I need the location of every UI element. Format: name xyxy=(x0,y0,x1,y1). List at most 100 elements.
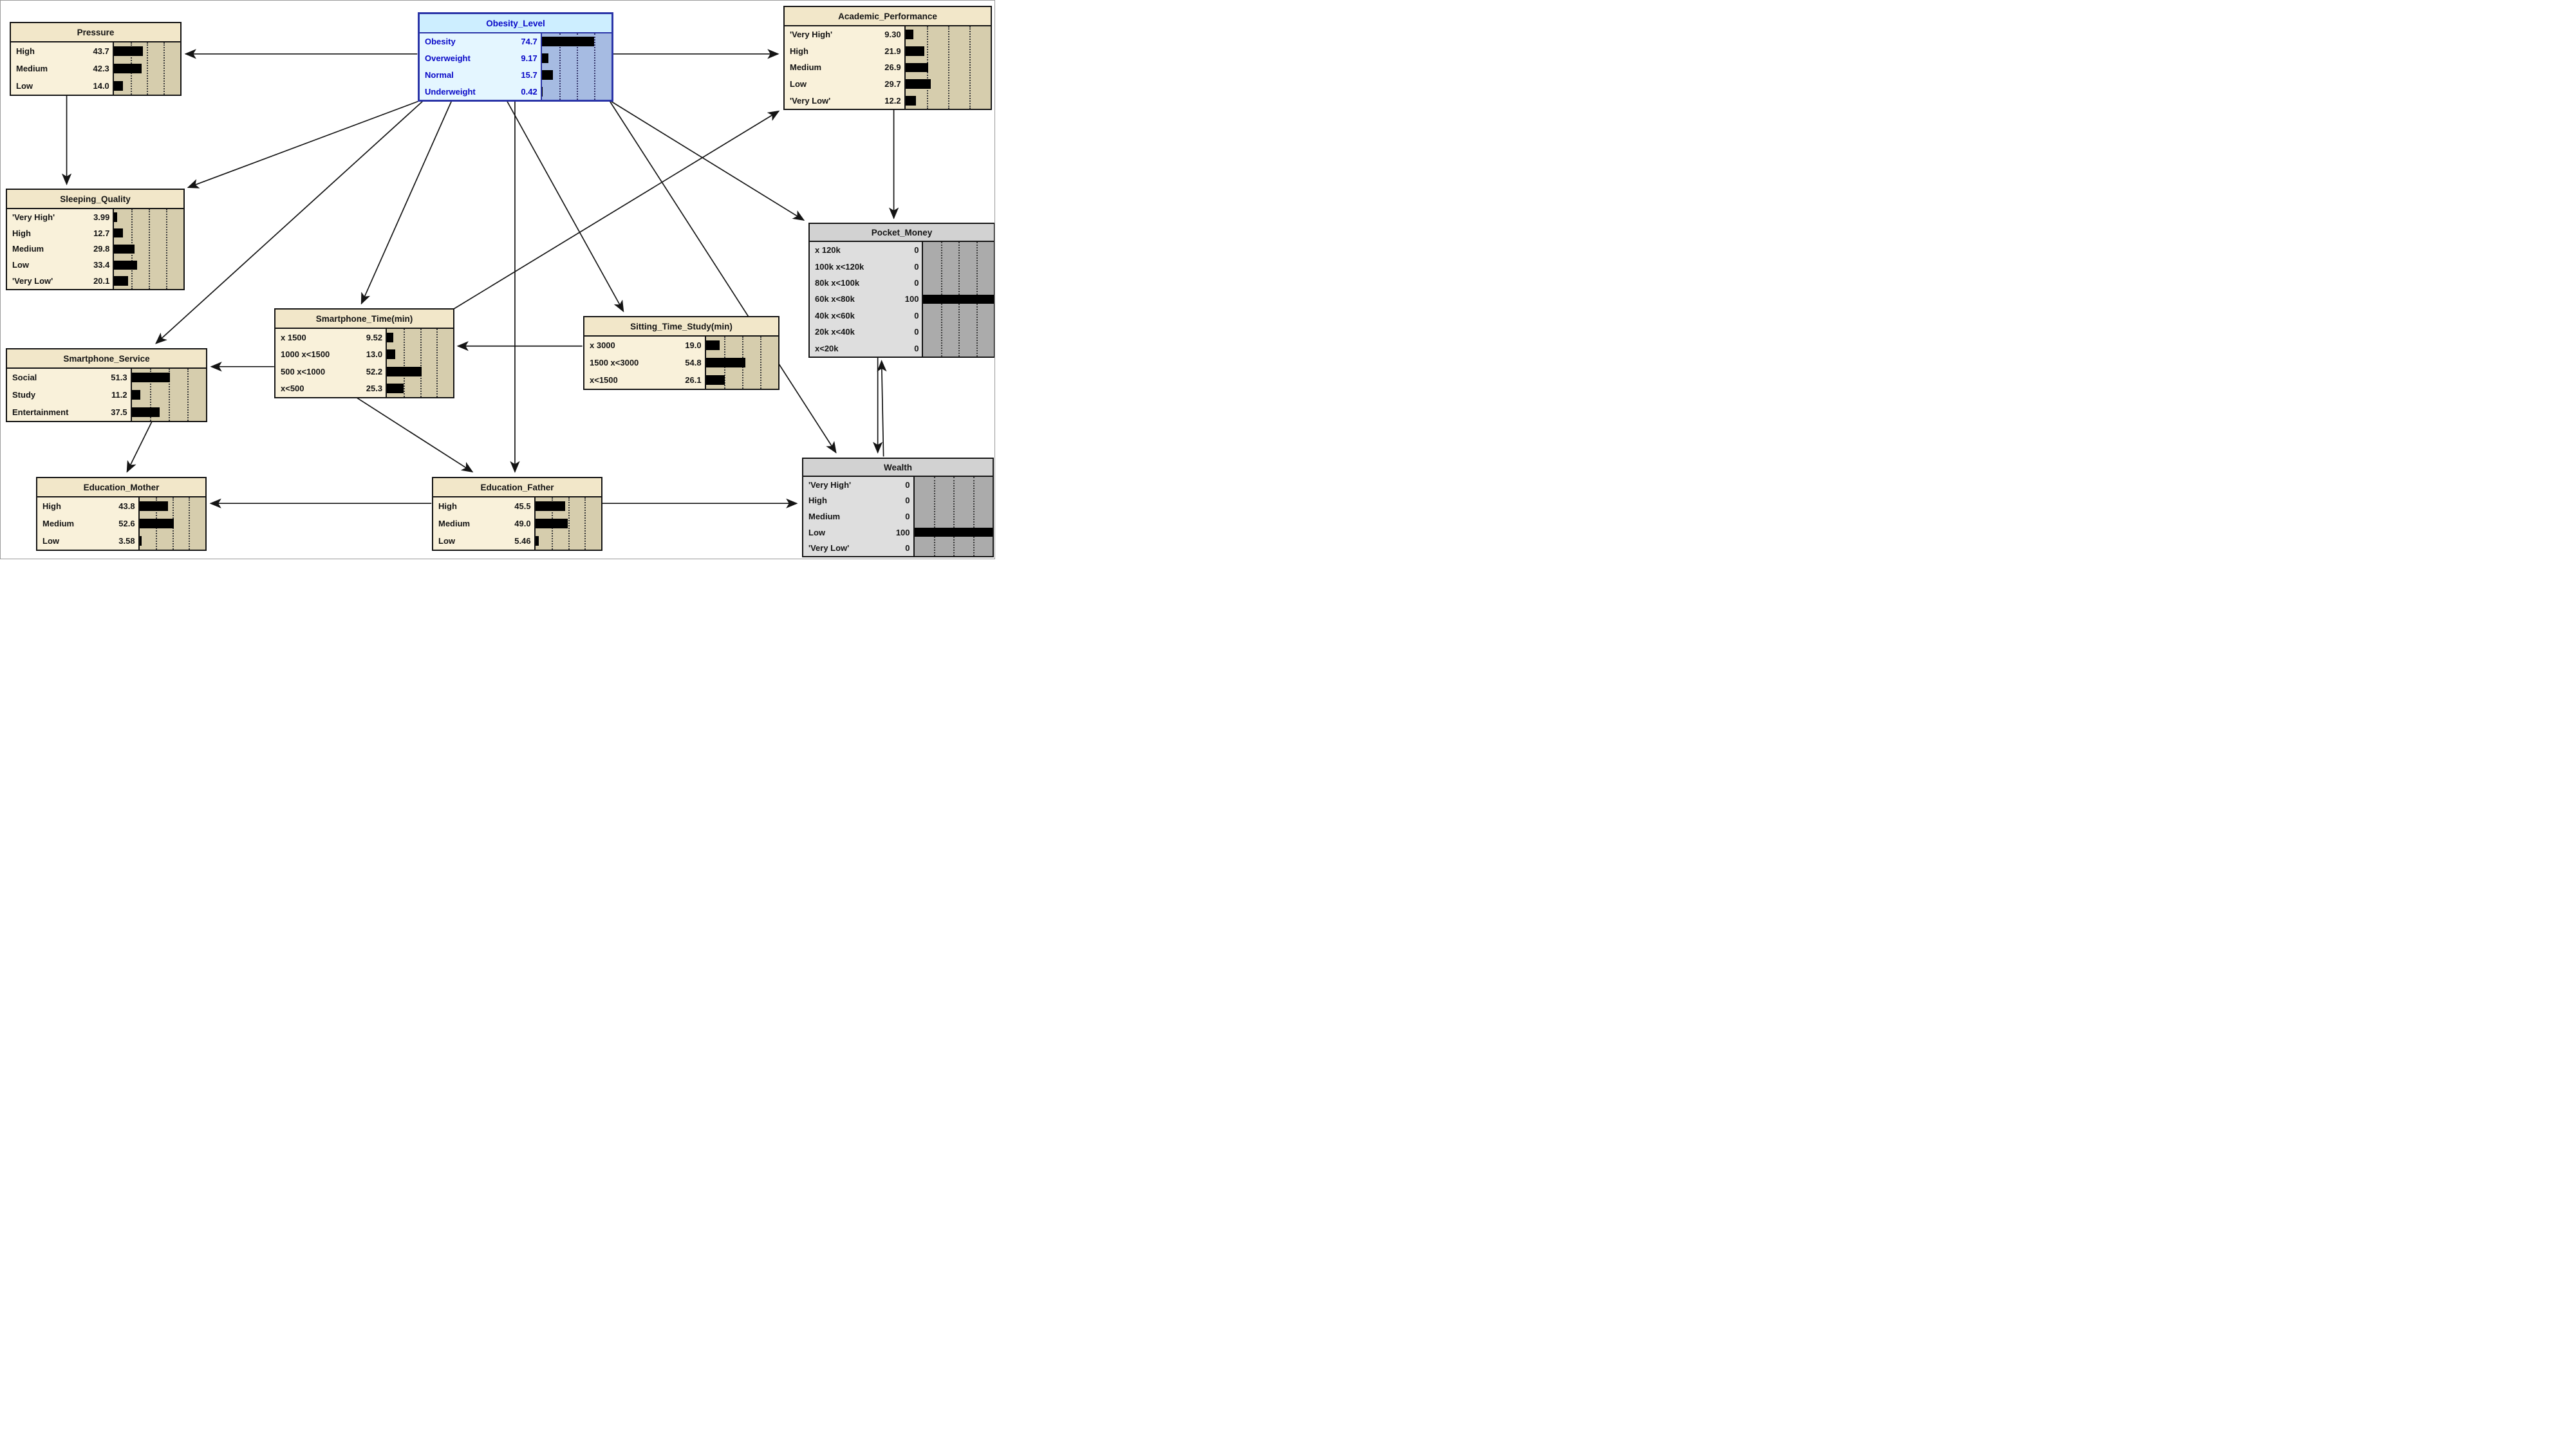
bar-chart-gridline xyxy=(147,42,149,95)
state-label: Medium xyxy=(12,244,44,254)
state-row: Obesity 74.7 xyxy=(420,33,541,50)
state-probability: 43.7 xyxy=(93,46,109,56)
state-probability: 9.17 xyxy=(521,53,537,64)
state-label: x<20k xyxy=(815,343,839,353)
bar-row xyxy=(113,77,180,95)
probability-bar xyxy=(113,46,143,57)
state-probability: 0 xyxy=(914,310,919,320)
bar-chart-gridline xyxy=(568,497,570,550)
probability-bar xyxy=(114,212,117,222)
state-probability: 0 xyxy=(914,343,919,353)
state-probability: 9.52 xyxy=(366,332,383,342)
probability-bar xyxy=(905,46,924,56)
bar-row xyxy=(915,540,993,556)
state-probability: 11.2 xyxy=(111,390,127,400)
state-label: 80k x<100k xyxy=(815,278,860,288)
probability-bar xyxy=(705,375,725,385)
bar-row xyxy=(113,42,180,60)
state-probability: 0 xyxy=(914,245,919,255)
state-probability: 13.0 xyxy=(366,349,383,360)
bar-row xyxy=(905,26,991,43)
bar-chart-gridline xyxy=(166,209,168,289)
state-probability: 12.7 xyxy=(93,228,110,238)
edge-obesity-to-sitting xyxy=(507,101,624,313)
belief-bar-chart xyxy=(540,33,611,100)
bar-row xyxy=(905,76,991,93)
state-label: 'Very Low' xyxy=(12,276,53,286)
probability-bar xyxy=(905,79,931,89)
state-label: 1500 x<3000 xyxy=(590,358,639,367)
bar-row xyxy=(113,60,180,77)
edge-wealth-to-pocket xyxy=(877,360,887,457)
state-label: High xyxy=(808,496,827,506)
state-probability: 21.9 xyxy=(884,46,901,56)
state-label: Normal xyxy=(425,70,454,80)
bar-row xyxy=(535,515,601,532)
probability-bar xyxy=(387,349,396,360)
probability-bar xyxy=(905,30,913,40)
bar-row xyxy=(114,225,183,241)
edge-layer xyxy=(61,49,899,508)
probability-bar xyxy=(541,37,594,47)
edge-time-to-father xyxy=(356,396,474,473)
bar-chart-gridline xyxy=(169,369,171,421)
node-title-education-father: Education_Father xyxy=(433,478,601,497)
state-probability: 12.2 xyxy=(884,95,901,106)
state-probability: 20.1 xyxy=(93,276,110,286)
bar-row xyxy=(541,50,611,67)
state-row: x<20k 0 xyxy=(810,340,922,357)
bar-chart-gridline xyxy=(150,369,152,421)
bar-chart-gridline xyxy=(933,477,935,556)
node-title-obesity-level: Obesity_Level xyxy=(420,14,611,33)
bar-row xyxy=(915,477,993,493)
state-probability: 0 xyxy=(905,479,910,490)
probability-bar xyxy=(114,244,135,254)
state-label: Obesity xyxy=(425,37,456,47)
edge-obesity-to-time xyxy=(360,101,452,305)
state-row: 'Very Low'0 xyxy=(803,540,913,556)
state-probability: 0.42 xyxy=(521,86,537,97)
bar-row xyxy=(139,497,205,515)
state-probability: 51.3 xyxy=(111,373,127,382)
bar-row xyxy=(905,43,991,60)
state-probability: 26.9 xyxy=(884,62,901,73)
state-probability: 19.0 xyxy=(685,340,702,350)
probability-bar xyxy=(705,340,720,351)
node-title-education-mother: Education_Mother xyxy=(37,478,205,497)
state-label: Entertainment xyxy=(12,407,69,417)
state-row: 'Very Low' 20.1 xyxy=(7,273,113,289)
state-probability: 74.7 xyxy=(521,37,537,47)
state-label: Medium xyxy=(790,62,822,73)
bar-chart-gridline xyxy=(149,209,151,289)
state-probability: 9.30 xyxy=(884,30,901,40)
bar-chart-gridline xyxy=(969,26,971,109)
bar-chart-gridline xyxy=(593,33,595,100)
state-probability: 14.0 xyxy=(93,81,109,91)
bar-chart-gridline xyxy=(760,337,761,389)
state-probability: 45.5 xyxy=(514,501,531,511)
state-label: x 120k xyxy=(815,245,841,255)
